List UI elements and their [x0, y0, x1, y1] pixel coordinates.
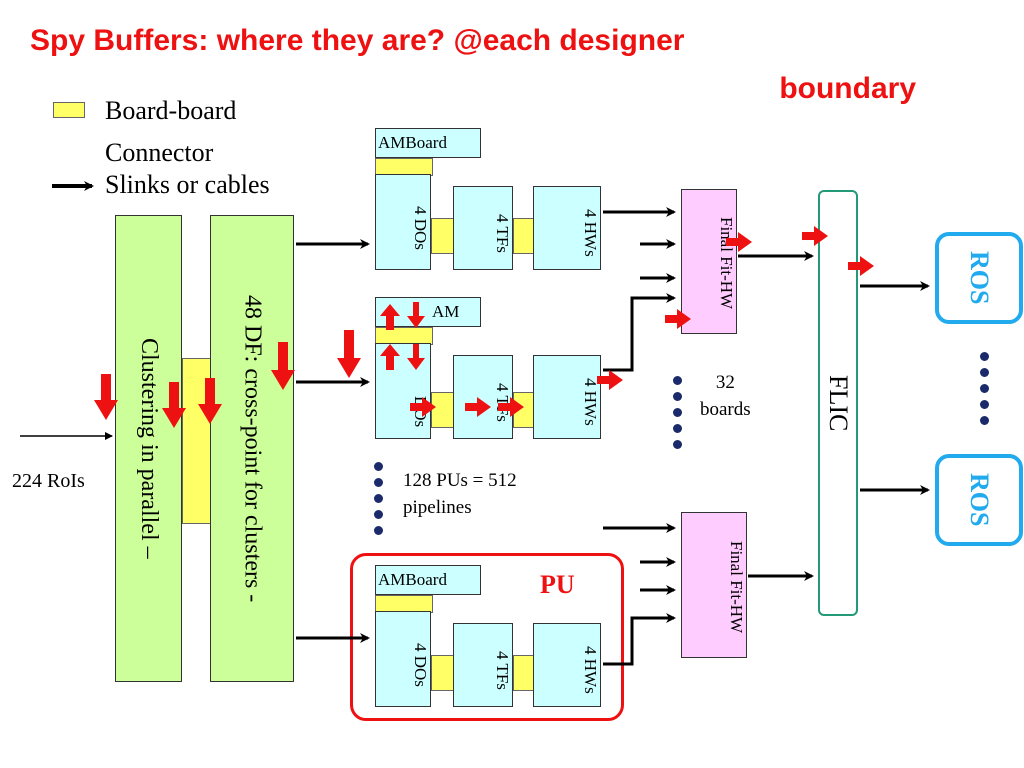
board-1-tf: 4 TFs — [453, 186, 513, 270]
board-1-do: 4 DOs — [375, 174, 431, 270]
board-1-hw-label: 4 HWs — [581, 209, 600, 257]
ellipsis-dot — [980, 416, 989, 425]
spy-arrow-right — [665, 309, 691, 329]
flic-box: FLIC — [818, 190, 858, 616]
board-2-header-label: AM — [432, 302, 460, 321]
ellipsis-dot — [980, 384, 989, 393]
spy-arrow-right — [410, 397, 436, 417]
pus-label: 128 PUs = 512 pipelines — [403, 470, 517, 518]
spy-arrow-down — [271, 342, 295, 390]
spy-arrow-down — [337, 330, 361, 378]
ros-2-label: ROS — [965, 473, 994, 527]
ellipsis-dot — [980, 352, 989, 361]
spy-arrow-right — [802, 226, 828, 246]
spy-arrow-down — [407, 302, 425, 328]
ros-1-label: ROS — [965, 251, 994, 305]
ellipsis-dot — [673, 424, 682, 433]
ellipsis-dot — [374, 478, 383, 487]
legend-cable-label: Slinks or cables — [105, 170, 270, 199]
board-1-tf-label: 4 TFs — [493, 213, 512, 253]
board-2-hw-label: 4 HWs — [581, 378, 600, 426]
final-fit-1: Final Fit-HW — [681, 189, 737, 334]
spy-arrow-down — [162, 382, 186, 428]
ellipsis-dot — [673, 440, 682, 449]
hw-2-to-final-fit-arrow — [603, 293, 676, 372]
final-fit-2-label: Final Fit-HW — [727, 540, 746, 634]
legend-connector-label-1: Board-board — [105, 96, 237, 125]
hw-3-to-final-fit-arrow — [603, 613, 676, 666]
board-1-header-label: AMBoard — [378, 133, 447, 152]
ellipsis-dot — [673, 408, 682, 417]
spy-arrow-right — [498, 397, 524, 417]
clustering-label: Clustering in parallel – — [136, 338, 162, 559]
rois-label: 224 RoIs — [12, 470, 85, 492]
spy-arrow-up — [380, 344, 400, 370]
ellipsis-dot — [374, 494, 383, 503]
board-3-do-label: 4 DOs — [411, 643, 430, 687]
ellipsis-dot — [673, 392, 682, 401]
spy-buffer-arrows — [94, 226, 874, 428]
df-box: 48 DF: cross-point for clusters - — [210, 215, 294, 682]
legend-connector-swatch — [53, 102, 85, 118]
board-1-hw: 4 HWs — [533, 186, 601, 270]
ellipsis-dot — [374, 526, 383, 535]
df-label: 48 DF: cross-point for clusters - — [239, 294, 266, 603]
board-3-tf: 4 TFs — [453, 623, 513, 707]
board-3-tf-label: 4 TFs — [493, 650, 512, 690]
ellipsis-dot — [980, 368, 989, 377]
pu-label: PU — [540, 570, 575, 599]
spy-arrow-down — [198, 378, 222, 424]
flic-label: FLIC — [824, 374, 853, 432]
clustering-box: Clustering in parallel – — [115, 215, 182, 682]
ellipsis-dot — [673, 376, 682, 385]
spy-arrow-right — [726, 232, 752, 252]
board-1-do-label: 4 DOs — [411, 206, 430, 250]
legend-connector-label-2: Connector — [105, 138, 214, 167]
board-3-hw-label: 4 HWs — [581, 646, 600, 694]
spy-arrow-right — [597, 370, 623, 390]
ellipsis-dot — [374, 510, 383, 519]
final-fit-2: Final Fit-HW — [681, 512, 747, 658]
ellipsis-dot — [980, 400, 989, 409]
ros-box-1: ROS — [935, 232, 1023, 324]
spy-arrow-down — [407, 344, 425, 370]
title-line-1: Spy Buffers: where they are? @each desig… — [30, 24, 685, 57]
ros-box-2: ROS — [935, 454, 1023, 546]
spy-arrow-down — [94, 374, 118, 420]
spy-arrow-right — [848, 256, 874, 276]
board-3-header: AMBoard — [375, 565, 481, 595]
board-3-hw: 4 HWs — [533, 623, 601, 707]
board-2-tf: 4 TFs — [453, 355, 513, 439]
board-3-do: 4 DOs — [375, 611, 431, 707]
board-2-tf-label: 4 TFs — [493, 382, 512, 422]
spy-arrow-right — [465, 397, 491, 417]
board-2-hw: 4 HWs — [533, 355, 601, 439]
title-line-2: boundary — [779, 72, 916, 105]
spy-arrow-up — [380, 304, 400, 330]
board-1-header: AMBoard — [375, 128, 481, 158]
slide-title: Spy Buffers: where they are? @each desig… — [0, 24, 1024, 120]
board-3-do-tf-connector — [431, 655, 455, 691]
board-3-header-label: AMBoard — [378, 570, 447, 589]
ellipsis-dot — [374, 462, 383, 471]
boards-count-label: 32 boards — [700, 372, 751, 420]
